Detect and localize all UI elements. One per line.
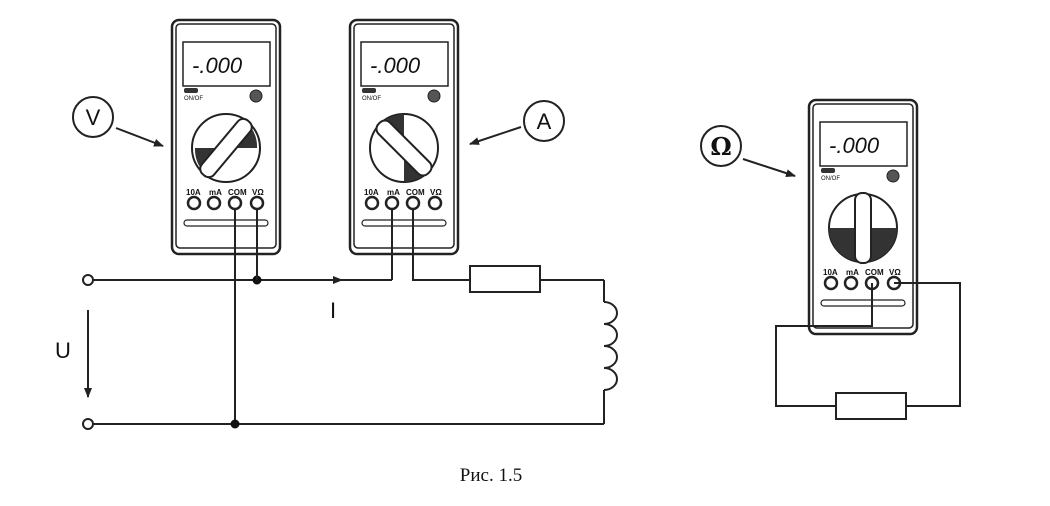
label-ammeter: A (469, 100, 565, 145)
terminal-jack-10a[interactable] (364, 195, 380, 211)
inductor-coil (603, 301, 618, 391)
terminal-label-com: COM (406, 188, 425, 197)
ammeter-symbol: A (537, 109, 552, 134)
model-strip (820, 299, 906, 307)
ammeter-com-lead (412, 209, 470, 281)
hold-button[interactable] (427, 89, 441, 103)
input-terminal-top (82, 274, 94, 286)
hold-button[interactable] (886, 169, 900, 183)
terminal-label-com: COM (865, 268, 884, 277)
power-button[interactable] (184, 88, 198, 93)
terminal-jack-vohm[interactable] (249, 195, 265, 211)
terminal-label-10a: 10A (186, 188, 201, 197)
voltmeter: -.000 ON/OF 10A mA COM VΩ (170, 18, 282, 256)
current-label: I (330, 298, 336, 323)
ohmmeter: -.000 ON/OF 10A mA COM VΩ (807, 98, 919, 336)
terminal-jack-com[interactable] (227, 195, 243, 211)
terminal-label-10a: 10A (364, 188, 379, 197)
rotary-selector-knob[interactable] (369, 113, 439, 183)
input-terminal-bottom (82, 418, 94, 430)
label-voltmeter: V (72, 96, 164, 147)
power-button[interactable] (821, 168, 835, 173)
ammeter: -.000 ON/OF 10A mA COM VΩ (348, 18, 460, 256)
rotary-selector-knob[interactable] (191, 113, 261, 183)
terminal-label-ma: mA (387, 188, 400, 197)
lcd-display (360, 41, 449, 87)
ohmmeter-pointer-arrow (742, 158, 796, 178)
hold-button[interactable] (249, 89, 263, 103)
terminal-label-ma: mA (846, 268, 859, 277)
voltage-label: U (55, 338, 71, 363)
terminal-jack-com[interactable] (405, 195, 421, 211)
model-strip (183, 219, 269, 227)
power-label: ON/OF (362, 96, 381, 102)
voltmeter-pointer-arrow (115, 127, 164, 147)
label-ohmmeter: Ω (700, 125, 796, 178)
display-reading: -.000 (370, 53, 421, 78)
figure-caption: Рис. 1.5 (460, 465, 522, 486)
terminal-label-vohm: VΩ (252, 188, 264, 197)
terminal-jack-10a[interactable] (823, 275, 839, 291)
lcd-display (819, 121, 908, 167)
lcd-display (182, 41, 271, 87)
terminal-jack-vohm[interactable] (427, 195, 443, 211)
ammeter-pointer-arrow (469, 126, 522, 145)
resistor (469, 265, 541, 293)
rotary-selector-knob[interactable] (828, 192, 898, 264)
circuit-wiring (82, 209, 618, 430)
power-button[interactable] (362, 88, 376, 93)
power-label: ON/OF (184, 96, 203, 102)
terminal-jack-ma[interactable] (206, 195, 222, 211)
terminal-jack-ma[interactable] (384, 195, 400, 211)
display-reading: -.000 (829, 133, 880, 158)
terminal-jack-10a[interactable] (186, 195, 202, 211)
display-reading: -.000 (192, 53, 243, 78)
terminal-label-ma: mA (209, 188, 222, 197)
terminal-jack-ma[interactable] (843, 275, 859, 291)
terminal-label-10a: 10A (823, 268, 838, 277)
ohmmeter-symbol: Ω (710, 132, 731, 161)
model-strip (361, 219, 447, 227)
junction-dot-bottom (230, 419, 240, 429)
ohmmeter-circuit (775, 282, 961, 420)
measured-resistor (835, 392, 907, 420)
voltmeter-symbol: V (86, 105, 101, 130)
terminal-label-com: COM (228, 188, 247, 197)
ohmmeter-com-lead (775, 283, 873, 407)
ohmmeter-vohm-lead (894, 282, 961, 407)
power-label: ON/OF (821, 176, 840, 182)
terminal-label-vohm: VΩ (430, 188, 442, 197)
terminal-label-vohm: VΩ (889, 268, 901, 277)
